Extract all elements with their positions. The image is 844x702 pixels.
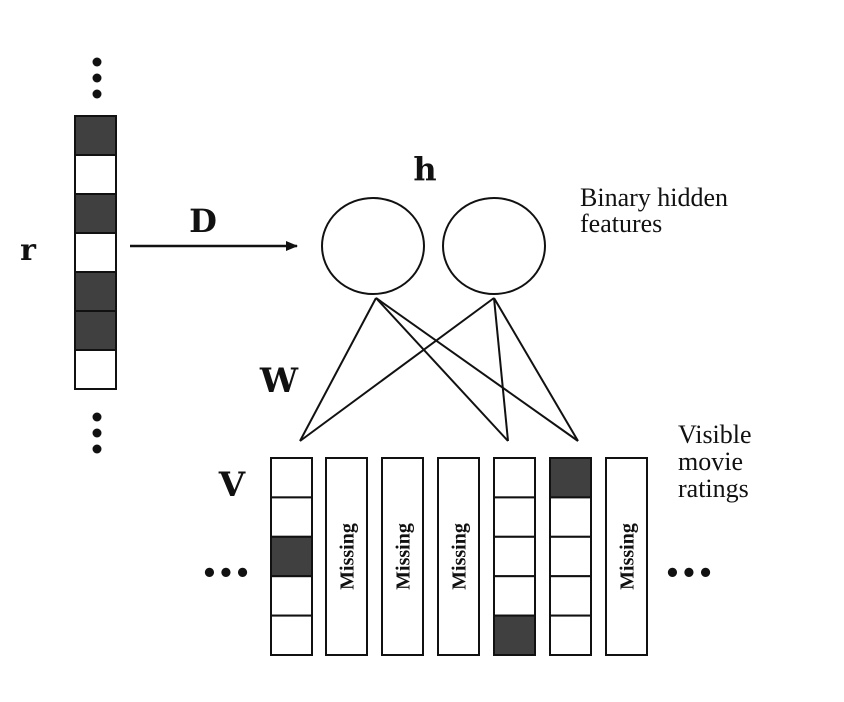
missing-column-7 bbox=[605, 457, 648, 656]
r-cell-2 bbox=[74, 154, 117, 195]
r-cell-6 bbox=[74, 310, 117, 351]
visible-ratings-label-line3: ratings bbox=[678, 474, 749, 503]
missing-column-4 bbox=[437, 457, 480, 656]
rating-cell-col1-1 bbox=[270, 457, 313, 499]
rating-cell-col5-2 bbox=[493, 496, 536, 538]
d-label: D bbox=[189, 202, 217, 240]
v-label: V bbox=[218, 465, 246, 505]
rating-cell-col1-4 bbox=[270, 575, 313, 617]
rating-cell-col5-1 bbox=[493, 457, 536, 499]
missing-label: Missing bbox=[337, 523, 359, 590]
visible-ratings-label-line2: movie bbox=[678, 447, 743, 476]
visible-ratings-label-line1: Visible bbox=[678, 420, 752, 449]
w-label: W bbox=[259, 361, 299, 401]
left-ellipsis: ••• bbox=[201, 559, 251, 589]
rating-cell-col6-5 bbox=[549, 614, 592, 656]
rating-cell-col6-4 bbox=[549, 575, 592, 617]
rating-cell-col1-5 bbox=[270, 614, 313, 656]
rating-cell-col5-5 bbox=[493, 614, 536, 656]
rating-cell-col1-2 bbox=[270, 496, 313, 538]
r-cell-4 bbox=[74, 232, 117, 273]
rating-cell-col5-4 bbox=[493, 575, 536, 617]
missing-column-2 bbox=[325, 457, 368, 656]
visible-columns: Missing Missing Missing Missing bbox=[270, 457, 648, 656]
hidden-unit-2 bbox=[442, 197, 546, 295]
rating-cell-col6-3 bbox=[549, 535, 592, 578]
missing-label: Missing bbox=[449, 523, 471, 590]
r-cell-5 bbox=[74, 271, 117, 312]
hidden-features-label-line2: features bbox=[580, 209, 662, 238]
right-ellipsis: ••• bbox=[664, 559, 714, 589]
r-cell-3 bbox=[74, 193, 117, 234]
r-cell-7 bbox=[74, 349, 117, 390]
h-label: h bbox=[413, 150, 436, 188]
r-vector bbox=[74, 115, 117, 390]
hidden-unit-1 bbox=[321, 197, 425, 295]
hidden-features-label-line1: Binary hidden bbox=[580, 183, 728, 212]
rating-cell-col1-3 bbox=[270, 535, 313, 578]
r-label: r bbox=[20, 233, 37, 268]
rating-cell-col6-1 bbox=[549, 457, 592, 499]
r-top-vertical-dots bbox=[92, 57, 102, 99]
w-connections bbox=[299, 297, 579, 442]
rating-cell-col6-2 bbox=[549, 496, 592, 538]
missing-column-3 bbox=[381, 457, 424, 656]
r-cell-1 bbox=[74, 115, 117, 156]
missing-label: Missing bbox=[617, 523, 639, 590]
missing-label: Missing bbox=[393, 523, 415, 590]
rating-cell-col5-3 bbox=[493, 535, 536, 578]
r-bottom-vertical-dots bbox=[92, 412, 102, 454]
